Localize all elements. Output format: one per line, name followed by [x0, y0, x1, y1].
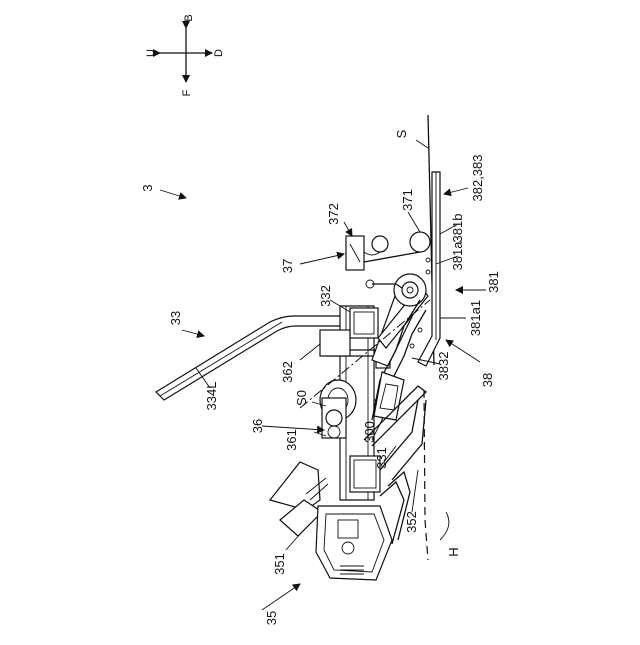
- label-351: 351: [272, 553, 287, 575]
- label-h: H: [446, 547, 461, 556]
- label-381a1: 381a1: [468, 300, 483, 336]
- direction-b: B: [183, 14, 195, 21]
- direction-indicator: B F U D: [145, 14, 225, 96]
- label-334L: 334L: [204, 382, 219, 411]
- label-331: 331: [374, 447, 389, 469]
- label-37: 37: [280, 259, 295, 273]
- label-352: 352: [404, 511, 419, 533]
- direction-d: D: [213, 49, 225, 57]
- label-371: 371: [400, 189, 415, 211]
- label-332: 332: [318, 285, 333, 307]
- label-33: 33: [168, 311, 183, 325]
- label-381a: 381a: [450, 241, 465, 271]
- label-382-383: 382,383: [470, 155, 485, 202]
- label-361: 361: [284, 429, 299, 451]
- label-362: 362: [280, 361, 295, 383]
- label-381b: 381b: [450, 214, 465, 243]
- label-3: 3: [140, 184, 155, 191]
- label-38: 38: [480, 373, 495, 387]
- label-35: 35: [264, 611, 279, 625]
- label-s: S: [394, 129, 409, 138]
- label-3832: 3832: [436, 352, 451, 381]
- label-381: 381: [486, 271, 501, 293]
- label-372: 372: [326, 203, 341, 225]
- direction-u: U: [145, 49, 157, 57]
- label-s0: S0: [294, 390, 309, 406]
- handle-33: [156, 316, 346, 400]
- horizontal-line-h: [425, 520, 428, 560]
- direction-f: F: [181, 89, 193, 96]
- label-300: 300: [362, 421, 377, 443]
- label-36: 36: [250, 419, 265, 433]
